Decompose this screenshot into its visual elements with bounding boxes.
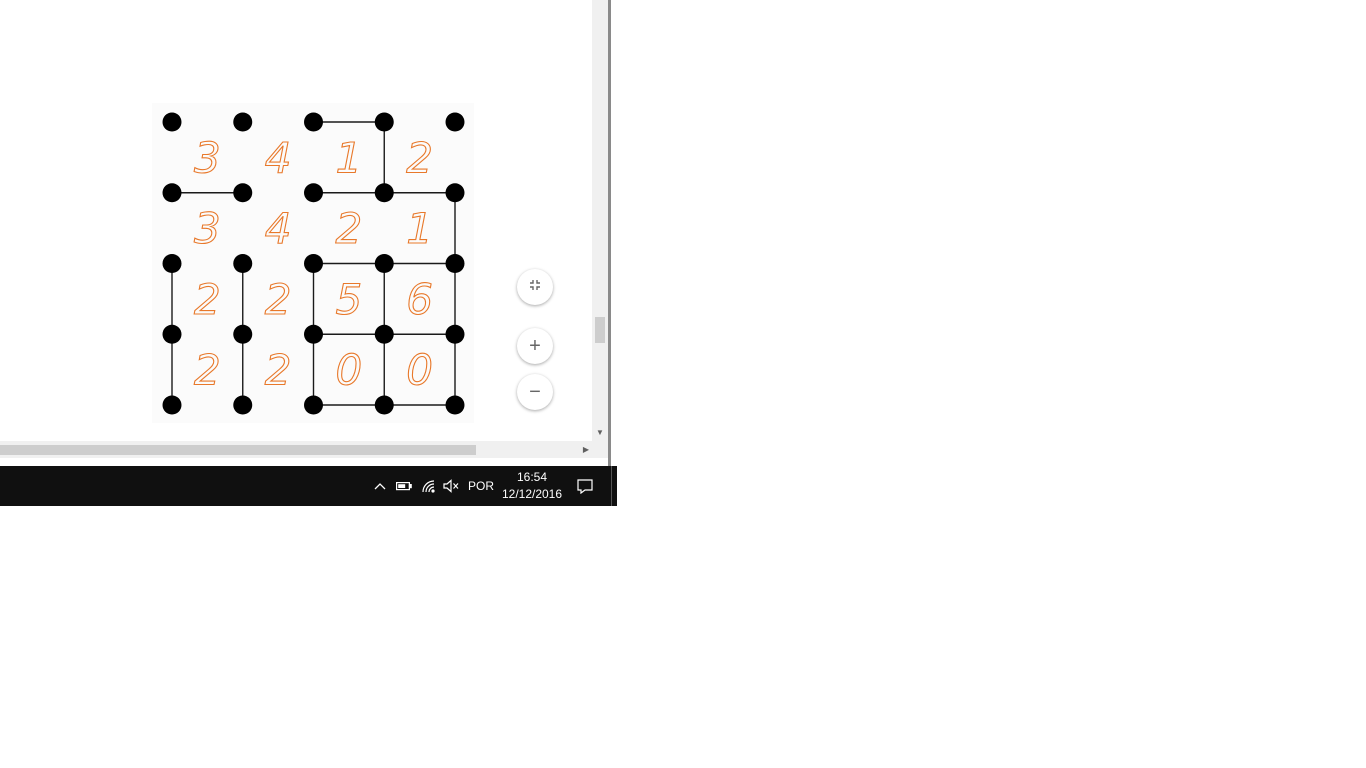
board-dot: [304, 395, 323, 415]
handwritten-number-7: 1: [406, 204, 433, 253]
board-dot: [374, 112, 394, 132]
board-dot: [233, 112, 253, 132]
handwritten-number-2: 1: [336, 133, 363, 182]
board-dot: [445, 183, 465, 203]
network-button[interactable]: [419, 466, 439, 506]
board-dot: [374, 395, 394, 415]
board-dot: [445, 112, 465, 132]
handwritten-number-13: 2: [265, 346, 292, 395]
board-dot: [162, 324, 182, 344]
window-bottom-border: [0, 458, 608, 466]
speaker-muted-icon: [443, 479, 459, 493]
volume-button[interactable]: [441, 466, 461, 506]
action-center-button[interactable]: [574, 466, 596, 506]
fit-to-page-button[interactable]: [517, 269, 553, 305]
handwritten-number-9: 2: [265, 275, 292, 324]
scrollbar-corner: [592, 441, 608, 458]
handwritten-number-12: 2: [194, 346, 221, 395]
board-dot: [162, 254, 182, 273]
board-dot: [233, 395, 253, 415]
horizontal-scroll-thumb[interactable]: [0, 445, 476, 455]
board-dot: [304, 183, 323, 203]
taskbar: POR 16:54 12/12/2016: [0, 466, 617, 506]
zoom-out-label: −: [529, 380, 541, 403]
handwritten-number-8: 2: [194, 275, 221, 324]
board-dot: [304, 254, 323, 273]
handwritten-number-5: 4: [265, 204, 292, 253]
board-dot: [374, 254, 394, 273]
board-dot: [445, 395, 465, 415]
handwritten-number-0: 3: [194, 133, 221, 182]
board-dot: [374, 324, 394, 344]
clock-button[interactable]: 16:54 12/12/2016: [500, 466, 564, 506]
handwritten-number-3: 2: [406, 133, 433, 182]
wifi-icon: [421, 479, 437, 493]
board-dot: [374, 183, 394, 203]
exit-fullscreen-icon: [528, 278, 542, 297]
battery-button[interactable]: [394, 466, 414, 506]
board-dot: [162, 183, 182, 203]
handwritten-number-6: 2: [336, 204, 363, 253]
notification-icon: [577, 478, 593, 494]
vertical-scrollbar[interactable]: ▼: [592, 0, 608, 441]
board-dot: [233, 183, 253, 203]
scroll-down-arrow-icon[interactable]: ▼: [596, 428, 604, 437]
window-right-border: [608, 0, 617, 466]
handwritten-number-15: 0: [406, 346, 433, 395]
vertical-scroll-thumb[interactable]: [595, 317, 605, 343]
handwritten-number-1: 4: [265, 133, 292, 182]
board-dot: [445, 254, 465, 273]
scroll-right-arrow-icon[interactable]: ▶: [582, 445, 589, 454]
board-dot: [445, 324, 465, 344]
zoom-out-button[interactable]: −: [517, 374, 553, 410]
clock-time: 16:54: [516, 470, 548, 484]
board-dot: [233, 324, 253, 344]
handwritten-number-10: 5: [336, 275, 363, 324]
board-dot: [162, 395, 182, 415]
board-dot: [304, 112, 323, 132]
zoom-in-button[interactable]: +: [517, 328, 553, 364]
language-indicator: POR: [467, 479, 494, 493]
board-dot: [162, 112, 182, 132]
show-desktop-divider[interactable]: [611, 466, 612, 506]
board-dot: [233, 254, 253, 273]
battery-icon: [396, 481, 412, 491]
horizontal-scrollbar[interactable]: ▶: [0, 441, 592, 458]
show-hidden-icons-button[interactable]: [370, 466, 390, 506]
board-dot: [304, 324, 323, 344]
chevron-up-icon: [374, 482, 386, 490]
zoom-in-label: +: [529, 334, 541, 357]
handwritten-number-11: 6: [406, 275, 433, 324]
input-language-button[interactable]: POR: [466, 466, 496, 506]
clock-date: 12/12/2016: [501, 487, 563, 501]
handwritten-number-14: 0: [336, 346, 363, 395]
handwritten-number-4: 3: [194, 204, 221, 253]
